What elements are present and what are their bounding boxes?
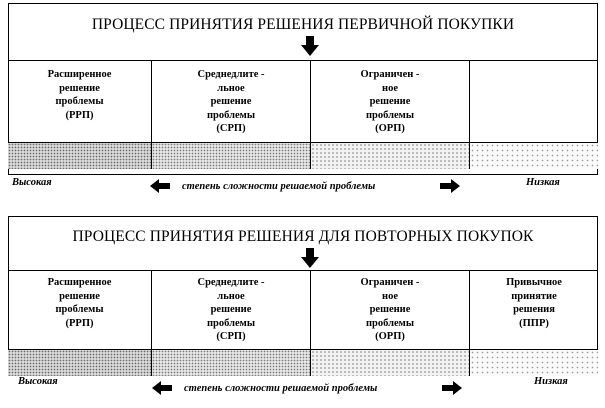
gradient-segment-4 [469, 143, 598, 169]
complexity-gradient-bar [8, 349, 598, 376]
stage-cell-empty [469, 61, 598, 142]
panel-title: ПРОЦЕСС ПРИНЯТИЯ РЕШЕНИЯ ДЛЯ ПОВТОРНЫХ П… [72, 228, 534, 245]
stage-cell-rrp: Расширенное решение проблемы (РРП) [47, 69, 112, 121]
arrow-right-icon [442, 381, 462, 395]
arrow-left-icon [150, 179, 170, 193]
gradient-segment-2 [151, 350, 310, 376]
arrow-left-icon [152, 381, 172, 395]
low-label: Низкая [534, 376, 568, 387]
panel-repeat-purchase: ПРОЦЕСС ПРИНЯТИЯ РЕШЕНИЯ ДЛЯ ПОВТОРНЫХ П… [8, 216, 598, 376]
stage-cell-ppr: Привычное принятие решения (ППР) [469, 271, 598, 349]
stage-cell-srp: Среднедлите - льное решение проблемы (СР… [151, 271, 310, 349]
stage-cell-rrp: Расширенное решение проблемы (РРП) [47, 277, 112, 329]
stage-cell-orp: Ограничен - ное решение проблемы (ОРП) [310, 61, 469, 142]
stage-row: Расширенное решение проблемы (РРП) Средн… [8, 60, 598, 142]
gradient-segment-4 [469, 350, 598, 376]
panel-primary-purchase: ПРОЦЕСС ПРИНЯТИЯ РЕШЕНИЯ ПЕРВИЧНОЙ ПОКУП… [8, 3, 598, 175]
high-label: Высокая [18, 376, 58, 387]
gradient-segment-3 [310, 143, 469, 169]
stage-cell-orp: Ограничен - ное решение проблемы (ОРП) [310, 271, 469, 349]
complexity-gradient-bar [8, 142, 598, 169]
gradient-segment-1 [8, 350, 151, 376]
scale-caption: степень сложности решаемой проблемы [184, 383, 378, 394]
gradient-segment-1 [8, 143, 151, 169]
gradient-segment-3 [310, 350, 469, 376]
gradient-segment-2 [151, 143, 310, 169]
low-label: Низкая [526, 177, 560, 188]
stage-cell-srp: Среднедлите - льное решение проблемы (СР… [151, 61, 310, 142]
arrow-down-icon [301, 36, 319, 56]
arrow-down-icon [301, 248, 319, 268]
stage-row: Расширенное решение проблемы (РРП) Средн… [8, 270, 598, 349]
scale-caption: степень сложности решаемой проблемы [182, 181, 376, 192]
panel-title: ПРОЦЕСС ПРИНЯТИЯ РЕШЕНИЯ ПЕРВИЧНОЙ ПОКУП… [91, 16, 515, 33]
high-label: Высокая [12, 177, 52, 188]
arrow-right-icon [440, 179, 460, 193]
